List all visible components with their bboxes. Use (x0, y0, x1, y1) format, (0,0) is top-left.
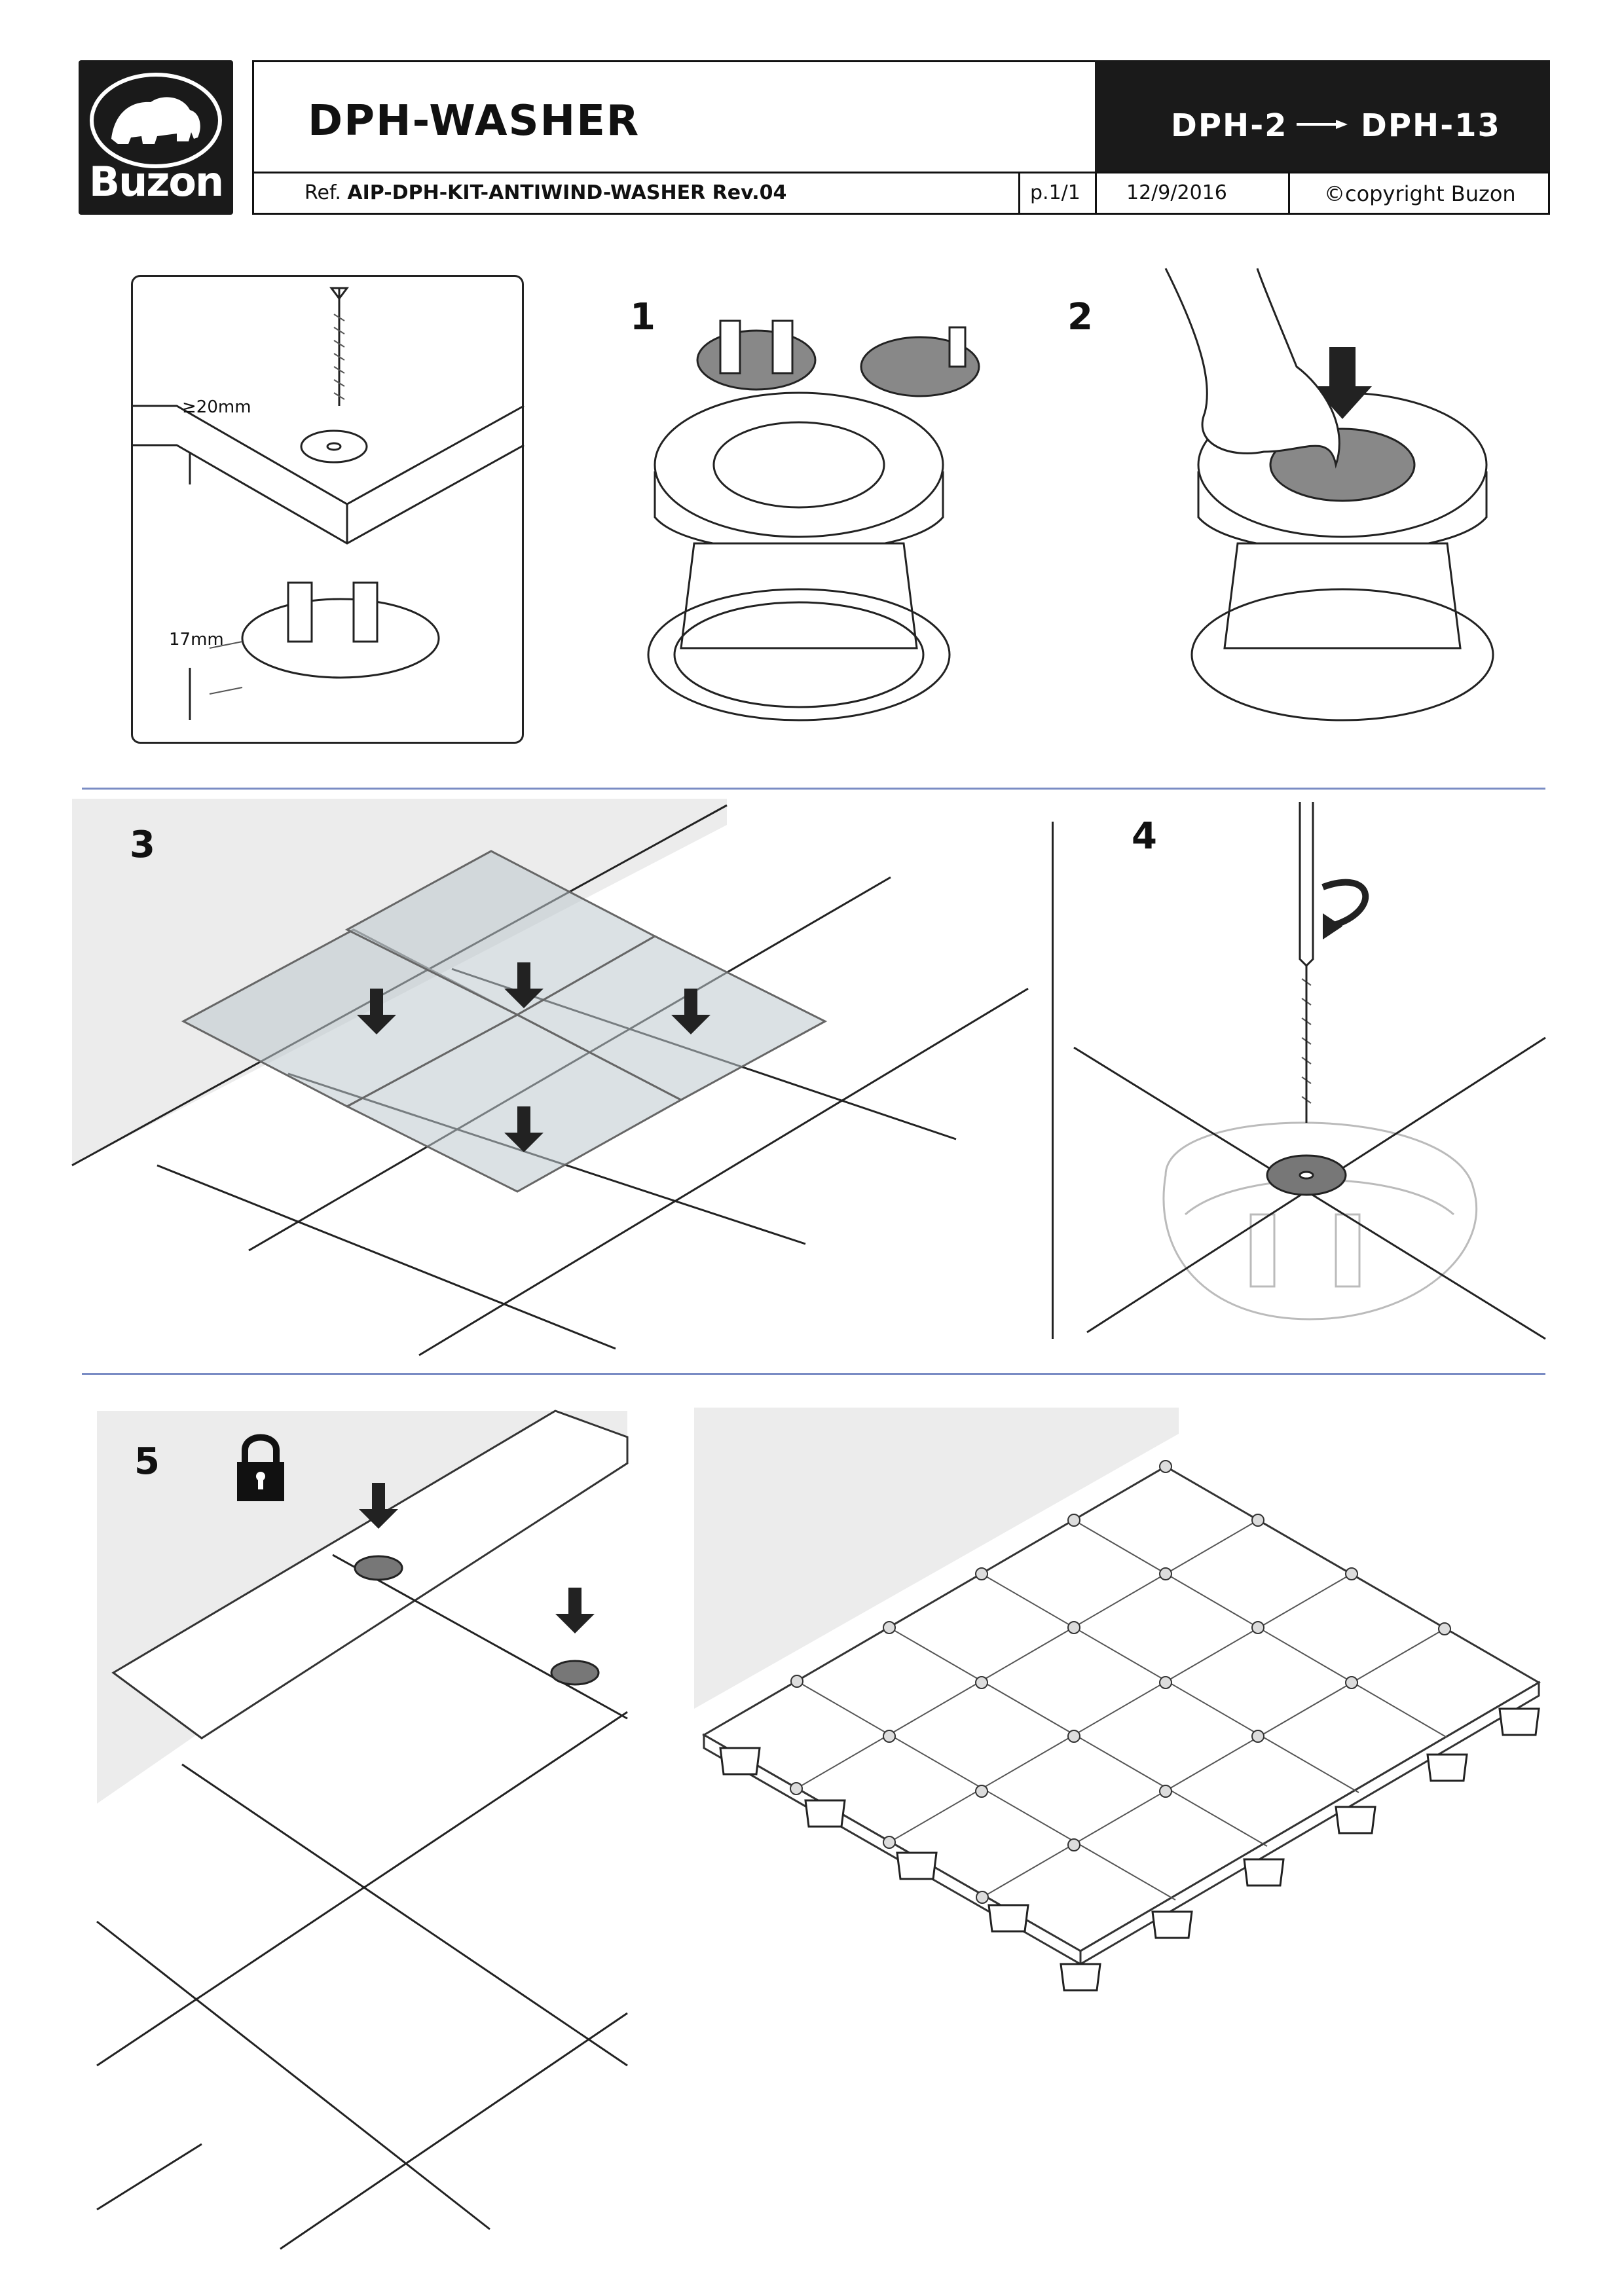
header-separator (1018, 172, 1020, 215)
document-title: DPH-WASHER (308, 97, 640, 145)
model-from: DPH-2 (1171, 107, 1288, 144)
step-4-drawing (1073, 802, 1546, 1340)
step-1-number: 1 (630, 296, 655, 338)
page-number: p.1/1 (1030, 181, 1080, 204)
step-3-drawing (71, 799, 1029, 1357)
header-divider (252, 172, 1550, 173)
detail-drawing (131, 287, 525, 720)
model-to: DPH-13 (1361, 107, 1501, 144)
step-5-number: 5 (134, 1440, 160, 1483)
buzon-logo: Buzon (79, 60, 233, 215)
rotate-clockwise-icon (1321, 879, 1369, 939)
section-divider (82, 1373, 1545, 1375)
section-divider (82, 788, 1545, 790)
step-2-number: 2 (1067, 296, 1093, 338)
ref-prefix: Ref. (304, 181, 341, 204)
copyright: ©copyright Buzon (1324, 181, 1516, 206)
ref-code: AIP-DPH-KIT-ANTIWIND-WASHER Rev.04 (347, 181, 787, 204)
header-separator (1095, 172, 1097, 215)
thickness-label: ≥20mm (182, 397, 251, 417)
panel-separator (1052, 822, 1054, 1339)
step-4-number: 4 (1132, 815, 1157, 858)
step-2-drawing (1164, 268, 1494, 721)
finished-terrace-drawing (694, 1408, 1541, 1992)
brand-name: Buzon (88, 158, 224, 206)
step-5-drawing (96, 1410, 629, 2250)
bison-logo-icon (90, 73, 222, 168)
step-1-drawing (647, 319, 980, 721)
step-3-number: 3 (130, 824, 155, 866)
tab-height-label: 17mm (169, 630, 224, 649)
reference: Ref. AIP-DPH-KIT-ANTIWIND-WASHER Rev.04 (304, 181, 786, 204)
header-separator (1288, 172, 1290, 215)
arrow-right-icon (1297, 120, 1348, 129)
document-date: 12/9/2016 (1126, 181, 1227, 204)
detail-panel (131, 275, 524, 744)
model-range-box (1095, 60, 1550, 172)
lock-icon (237, 1434, 284, 1501)
